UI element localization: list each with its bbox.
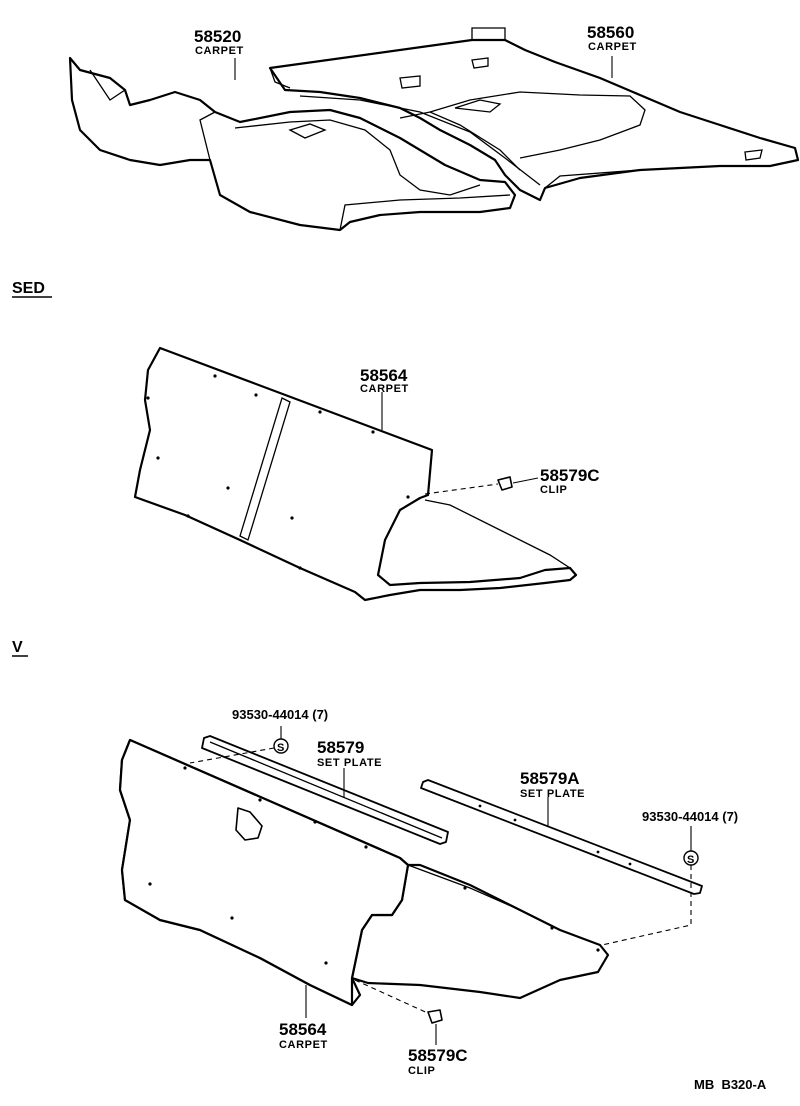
section-title-sed: SED	[12, 280, 45, 297]
sed-trunk-carpet-illustration	[133, 346, 578, 602]
v-clip-desc: CLIP	[408, 1065, 435, 1077]
v-carpet-desc: CARPET	[279, 1039, 328, 1051]
sed-carpet-part-number: 58564	[360, 366, 408, 385]
set-plate-58579-part-number: 58579	[317, 738, 364, 757]
sed-carpet-desc: CARPET	[360, 383, 409, 395]
carpet-58520-desc: CARPET	[195, 45, 244, 57]
carpet-58520-part-number: 58520	[194, 27, 241, 46]
section-title-v: V	[12, 639, 23, 656]
set-plate-58579a-desc: SET PLATE	[520, 788, 585, 800]
set-plate-58579a-part-number: 58579A	[520, 769, 580, 788]
sed-clip-desc: CLIP	[540, 484, 567, 496]
v-trunk-carpet-illustration: S S	[118, 726, 703, 1045]
v-carpet-part-number: 58564	[279, 1020, 327, 1039]
set-plate-58579-desc: SET PLATE	[317, 757, 382, 769]
v-clip-part-number: 58579C	[408, 1046, 468, 1065]
screw-right-symbol: S	[687, 854, 694, 866]
screw-left-symbol: S	[277, 742, 284, 754]
sed-clip-part-number: 58579C	[540, 466, 600, 485]
screw-right-code: 93530-44014 (7)	[642, 809, 738, 824]
carpet-58560-part-number: 58560	[587, 23, 634, 42]
screw-left-code: 93530-44014 (7)	[232, 707, 328, 722]
carpet-58560-desc: CARPET	[588, 41, 637, 53]
diagram-reference-code: MB B320-A	[694, 1077, 767, 1092]
floor-carpet-illustration	[68, 27, 800, 232]
